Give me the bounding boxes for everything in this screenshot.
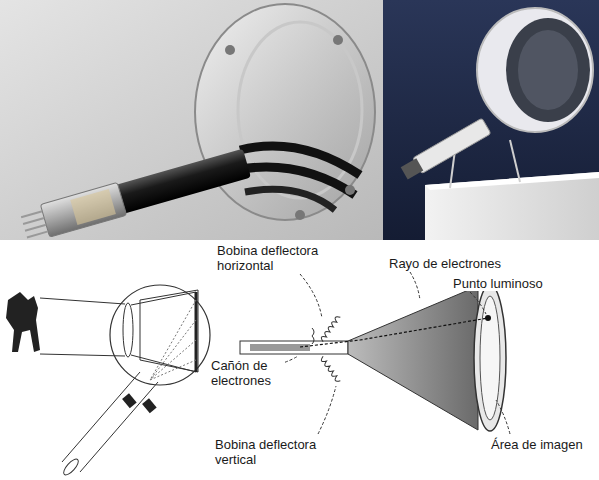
part-label: Punto luminoso <box>452 276 544 291</box>
part-label: Bobina deflectora vertical <box>214 437 334 467</box>
part-label: Área de imagen <box>490 437 584 452</box>
part-label: Bobina deflectora horizontal <box>216 243 336 273</box>
part-label: Cañón de electrones <box>210 358 284 388</box>
part-label: Rayo de electrones <box>388 256 502 271</box>
